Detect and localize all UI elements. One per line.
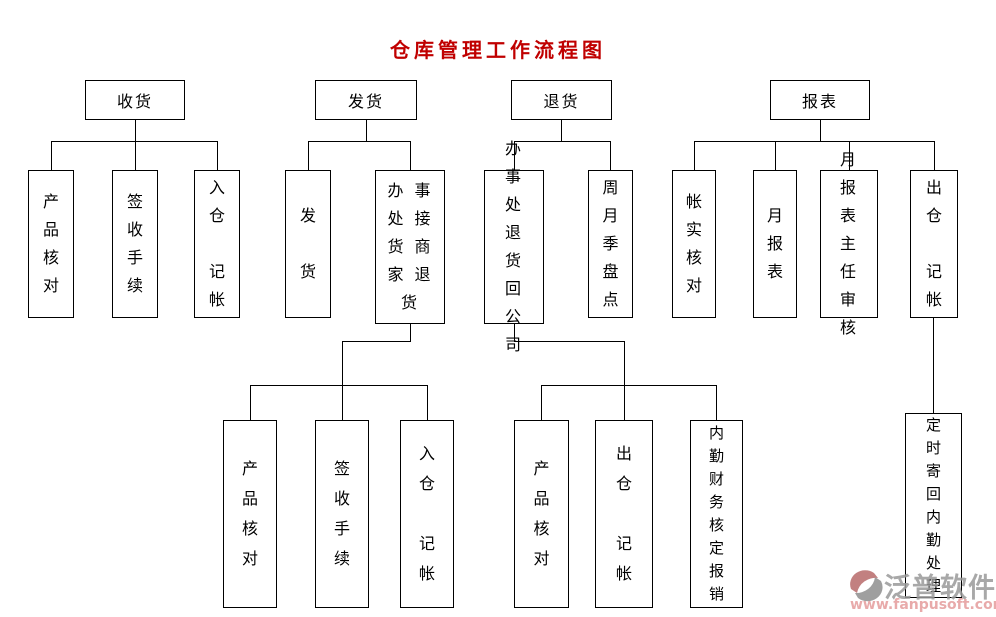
connector-line xyxy=(694,141,935,142)
page-title: 仓库管理工作流程图 xyxy=(390,38,606,62)
node-product-verify: 产 品 核 对 xyxy=(28,170,74,318)
connector-line xyxy=(514,324,515,341)
node-product-verify-2: 产 品 核 对 xyxy=(223,420,277,608)
connector-line xyxy=(51,141,218,142)
node-returns: 退货 xyxy=(511,80,612,120)
node-label: 收货 xyxy=(116,92,153,111)
connector-line xyxy=(250,385,251,420)
node-shipping: 发货 xyxy=(315,80,417,120)
node-ship-goods: 发 货 xyxy=(285,170,331,318)
node-label: 产 品 核 对 xyxy=(42,192,59,295)
connector-line xyxy=(135,141,136,170)
node-label: 退货 xyxy=(543,92,580,111)
node-label: 办事 处接 货商 家退 货 xyxy=(387,181,442,312)
node-label: 发 货 xyxy=(299,206,316,281)
node-signoff-procedure-2: 签 收 手 续 xyxy=(315,420,369,608)
node-scheduled-return-processing: 定 时 寄 回 内 勤 处 理 xyxy=(905,413,962,598)
connector-line xyxy=(135,120,136,141)
node-label: 入 仓 记 帐 xyxy=(418,444,435,583)
connector-line xyxy=(250,385,428,386)
connector-line xyxy=(775,141,776,170)
node-account-reality-check: 帐 实 核 对 xyxy=(672,170,716,318)
node-label: 入 仓 记 帐 xyxy=(208,178,225,309)
connector-line xyxy=(541,385,717,386)
connector-line xyxy=(410,324,411,341)
node-warehouse-in-bookkeeping-2: 入 仓 记 帐 xyxy=(400,420,454,608)
connector-line xyxy=(51,141,52,170)
connector-line xyxy=(427,385,428,420)
connector-line xyxy=(541,385,542,420)
connector-line xyxy=(820,120,821,141)
connector-line xyxy=(366,120,367,141)
watermark-brand: 泛普软件 xyxy=(884,573,996,604)
node-monthly-report: 月 报 表 xyxy=(753,170,797,318)
node-backoffice-finance-approval: 内 勤 财 务 核 定 报 销 xyxy=(690,420,743,608)
connector-line xyxy=(694,141,695,170)
node-label: 月 报 表 xyxy=(766,206,783,281)
node-warehouse-in-bookkeeping: 入 仓 记 帐 xyxy=(194,170,240,318)
node-label: 周 月 季 盘 点 xyxy=(602,178,619,309)
node-office-receive-merchant-returns: 办事 处接 货商 家退 货 xyxy=(375,170,445,324)
connector-line xyxy=(934,141,935,170)
connector-line xyxy=(308,141,411,142)
connector-line xyxy=(514,141,611,142)
node-label: 发货 xyxy=(347,92,384,111)
node-receiving: 收货 xyxy=(85,80,185,120)
node-warehouse-out-bookkeeping: 出 仓 记 帐 xyxy=(910,170,958,318)
node-label: 签 收 手 续 xyxy=(333,459,350,568)
connector-line xyxy=(849,141,850,170)
connector-line xyxy=(561,120,562,141)
connector-line xyxy=(217,141,218,170)
connector-line xyxy=(610,141,611,170)
node-reports: 报表 xyxy=(770,80,870,120)
connector-line xyxy=(624,341,625,385)
node-label: 报表 xyxy=(801,92,838,111)
node-periodic-stocktake: 周 月 季 盘 点 xyxy=(588,170,633,318)
node-label: 帐 实 核 对 xyxy=(685,192,702,295)
node-label: 产 品 核 对 xyxy=(241,459,258,568)
fanpu-logo-icon xyxy=(850,570,883,602)
node-product-verify-3: 产 品 核 对 xyxy=(514,420,569,608)
node-warehouse-out-bookkeeping-2: 出 仓 记 帐 xyxy=(595,420,653,608)
connector-line xyxy=(342,341,411,342)
connector-line xyxy=(624,385,625,420)
connector-line xyxy=(342,385,343,420)
node-report-director-review: 月报 表主 任审 核 xyxy=(820,150,878,337)
node-label: 出 仓 记 帐 xyxy=(925,178,942,309)
node-label: 出 仓 记 帐 xyxy=(615,444,632,583)
node-label: 签 收 手 续 xyxy=(126,192,143,295)
node-label: 办事 处退 货回 公司 xyxy=(504,139,532,354)
connector-line xyxy=(933,318,934,413)
node-label: 内 勤 财 务 核 定 报 销 xyxy=(708,424,724,603)
node-office-return-to-company: 办事 处退 货回 公司 xyxy=(484,139,544,354)
watermark-url: www.fanpusoft.com xyxy=(850,597,996,613)
node-label: 月报 表主 任审 核 xyxy=(839,150,867,337)
node-signoff-procedure: 签 收 手 续 xyxy=(112,170,158,318)
connector-line xyxy=(342,341,343,385)
connector-line xyxy=(514,141,515,170)
watermark: 泛普软件 www.fanpusoft.com xyxy=(848,566,996,616)
node-label: 定 时 寄 回 内 勤 处 理 xyxy=(925,415,941,595)
node-label: 产 品 核 对 xyxy=(533,459,550,568)
connector-line xyxy=(514,341,625,342)
connector-line xyxy=(308,141,309,170)
connector-line xyxy=(410,141,411,170)
connector-line xyxy=(716,385,717,420)
